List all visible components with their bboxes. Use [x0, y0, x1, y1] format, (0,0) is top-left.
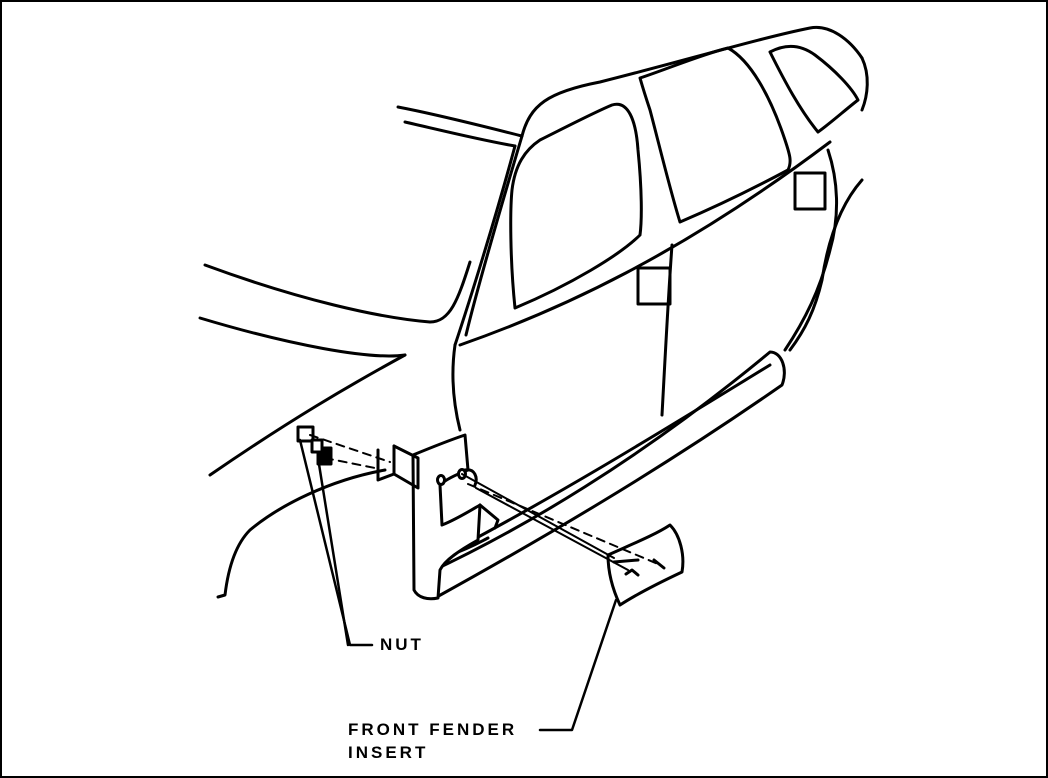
rear-door-window [638, 46, 792, 224]
body-side-molding [428, 350, 786, 600]
front-fender-outline [208, 353, 407, 599]
front-fender-insert-part [606, 523, 685, 607]
assembly-lines [309, 434, 659, 565]
front-fender-insert-label-line1: FRONT FENDER [348, 720, 518, 739]
front-fender-insert-label: FRONT FENDER INSERT [348, 718, 517, 764]
hood-outline [198, 260, 472, 358]
front-door-window [509, 102, 643, 310]
front-molding-bracket [411, 433, 500, 601]
body-side-lines [451, 140, 864, 432]
rear-door-handle [793, 171, 827, 211]
windshield-outline [396, 105, 524, 347]
front-door-handle [636, 266, 672, 306]
nut-label: NUT [380, 635, 424, 654]
front-fender-insert-label-line2: INSERT [348, 743, 429, 762]
rear-quarter-window [768, 44, 860, 134]
nut-assembly [296, 425, 420, 490]
alignment-lines [461, 473, 629, 571]
roof-outline [520, 25, 869, 138]
leader-lines [298, 438, 618, 732]
